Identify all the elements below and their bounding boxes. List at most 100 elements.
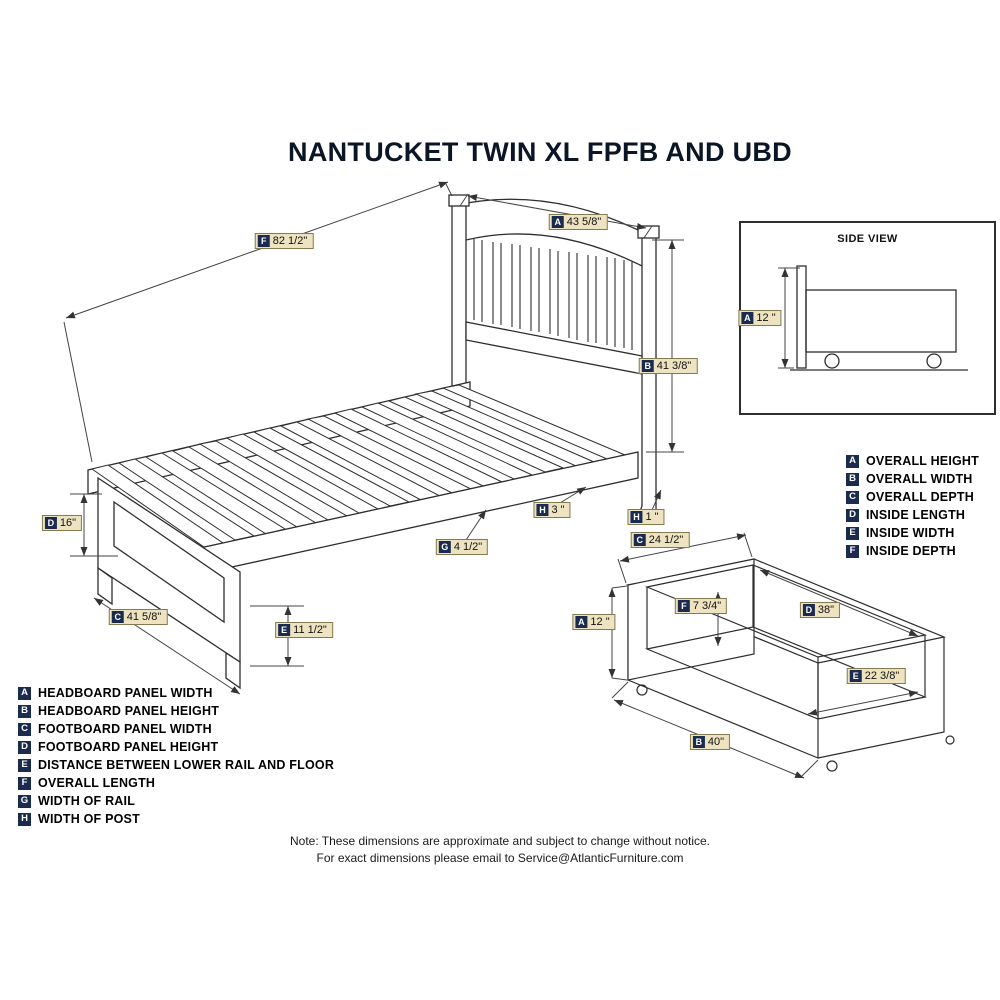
drawer-drawing [625,558,955,772]
legend-letter-badge: A [18,686,31,700]
legend-label: OVERALL LENGTH [38,776,156,790]
dim-value: 43 5/8" [566,216,602,228]
dim-letter-badge: A [551,216,564,228]
drawer-legend: A OVERALL HEIGHT B OVERALL WIDTH C OVERA… [846,454,979,558]
dim-value: 24 1/2" [648,534,684,546]
dim-value: 11 1/2" [293,624,327,636]
dim-letter-badge: D [802,604,815,616]
dim-bed-h-rail: H 1 " [627,509,665,525]
dim-bed-e: E 11 1/2" [275,622,333,638]
page-title: NANTUCKET TWIN XL FPFB AND UBD [288,137,792,167]
legend-letter-badge: E [18,758,31,772]
dim-value: 12 " [756,312,776,324]
legend-label: FOOTBOARD PANEL WIDTH [38,722,212,736]
legend-label: HEADBOARD PANEL HEIGHT [38,704,220,718]
dim-bed-b: B 41 3/8" [638,358,698,374]
side-view-label: SIDE VIEW [837,233,898,245]
legend-letter-badge: B [18,704,31,718]
legend-label: INSIDE LENGTH [866,508,966,522]
legend-label: INSIDE DEPTH [866,544,956,558]
legend-label: WIDTH OF RAIL [38,794,136,808]
dim-drawer-e: E 22 3/8" [846,668,906,684]
dim-bed-f: F 82 1/2" [254,233,314,249]
dim-letter-badge: G [438,541,451,553]
legend-item: A OVERALL HEIGHT [846,454,979,468]
dim-value: 82 1/2" [272,235,308,247]
legend-item: E DISTANCE BETWEEN LOWER RAIL AND FLOOR [18,758,334,772]
dim-letter-badge: H [536,504,549,516]
legend-letter-badge: C [846,490,859,504]
dim-value: 41 5/8" [126,611,162,623]
legend-letter-badge: B [846,472,859,486]
legend-item: F INSIDE DEPTH [846,544,979,558]
dim-letter-badge: A [741,312,754,324]
dim-value: 7 3/4" [692,600,722,612]
dim-letter-badge: E [849,670,862,682]
dim-side-a: A 12 " [738,310,782,326]
dim-value: 38" [817,604,835,616]
dim-drawer-a: A 12 " [572,614,616,630]
legend-item: C FOOTBOARD PANEL WIDTH [18,722,334,736]
legend-label: OVERALL HEIGHT [866,454,979,468]
dim-value: 3 " [551,504,565,516]
dim-letter-badge: A [575,616,588,628]
dim-drawer-b: B 40" [689,734,731,750]
dim-bed-c: C 41 5/8" [108,609,168,625]
legend-letter-badge: G [18,794,31,808]
legend-item: G WIDTH OF RAIL [18,794,334,808]
legend-letter-badge: D [18,740,31,754]
bed-drawing [87,194,660,690]
dim-value: 22 3/8" [864,670,900,682]
dim-bed-h-post: H 3 " [533,502,571,518]
legend-label: DISTANCE BETWEEN LOWER RAIL AND FLOOR [38,758,335,772]
legend-label: FOOTBOARD PANEL HEIGHT [38,740,219,754]
dim-value: 12 " [590,616,610,628]
dim-letter-badge: C [111,611,124,623]
legend-letter-badge: A [846,454,859,468]
dim-letter-badge: B [692,736,705,748]
dim-drawer-f: F 7 3/4" [674,598,728,614]
legend-letter-badge: E [846,526,859,540]
legend-letter-badge: D [846,508,859,522]
bed-legend: A HEADBOARD PANEL WIDTH B HEADBOARD PANE… [18,686,334,826]
dim-value: 41 3/8" [656,360,692,372]
legend-letter-badge: C [18,722,31,736]
dim-letter-badge: C [633,534,646,546]
dim-letter-badge: D [44,517,57,529]
footnote-line2: For exact dimensions please email to Ser… [316,851,684,865]
dim-letter-badge: F [677,600,690,612]
legend-label: INSIDE WIDTH [866,526,955,540]
dim-bed-g: G 4 1/2" [435,539,489,555]
dim-letter-badge: F [257,235,270,247]
legend-letter-badge: F [846,544,859,558]
legend-item: D INSIDE LENGTH [846,508,979,522]
legend-item: H WIDTH OF POST [18,812,334,826]
legend-item: B HEADBOARD PANEL HEIGHT [18,704,334,718]
footnote: Note: These dimensions are approximate a… [0,833,1000,867]
dim-bed-a: A 43 5/8" [548,214,608,230]
legend-label: OVERALL DEPTH [866,490,974,504]
legend-letter-badge: H [18,812,31,826]
dim-letter-badge: E [278,624,291,636]
legend-item: F OVERALL LENGTH [18,776,334,790]
legend-letter-badge: F [18,776,31,790]
dim-letter-badge: B [641,360,654,372]
legend-item: A HEADBOARD PANEL WIDTH [18,686,334,700]
footnote-line1: Note: These dimensions are approximate a… [289,834,711,848]
legend-label: HEADBOARD PANEL WIDTH [38,686,213,700]
dim-letter-badge: H [630,511,643,523]
dim-drawer-d: D 38" [799,602,841,618]
dim-value: 16" [59,517,77,529]
legend-item: B OVERALL WIDTH [846,472,979,486]
dim-bed-d: D 16" [41,515,83,531]
dim-value: 1 " [645,511,659,523]
dim-drawer-c: C 24 1/2" [630,532,690,548]
dim-value: 40" [707,736,725,748]
legend-item: C OVERALL DEPTH [846,490,979,504]
legend-item: E INSIDE WIDTH [846,526,979,540]
legend-label: OVERALL WIDTH [866,472,973,486]
legend-label: WIDTH OF POST [38,812,140,826]
legend-item: D FOOTBOARD PANEL HEIGHT [18,740,334,754]
